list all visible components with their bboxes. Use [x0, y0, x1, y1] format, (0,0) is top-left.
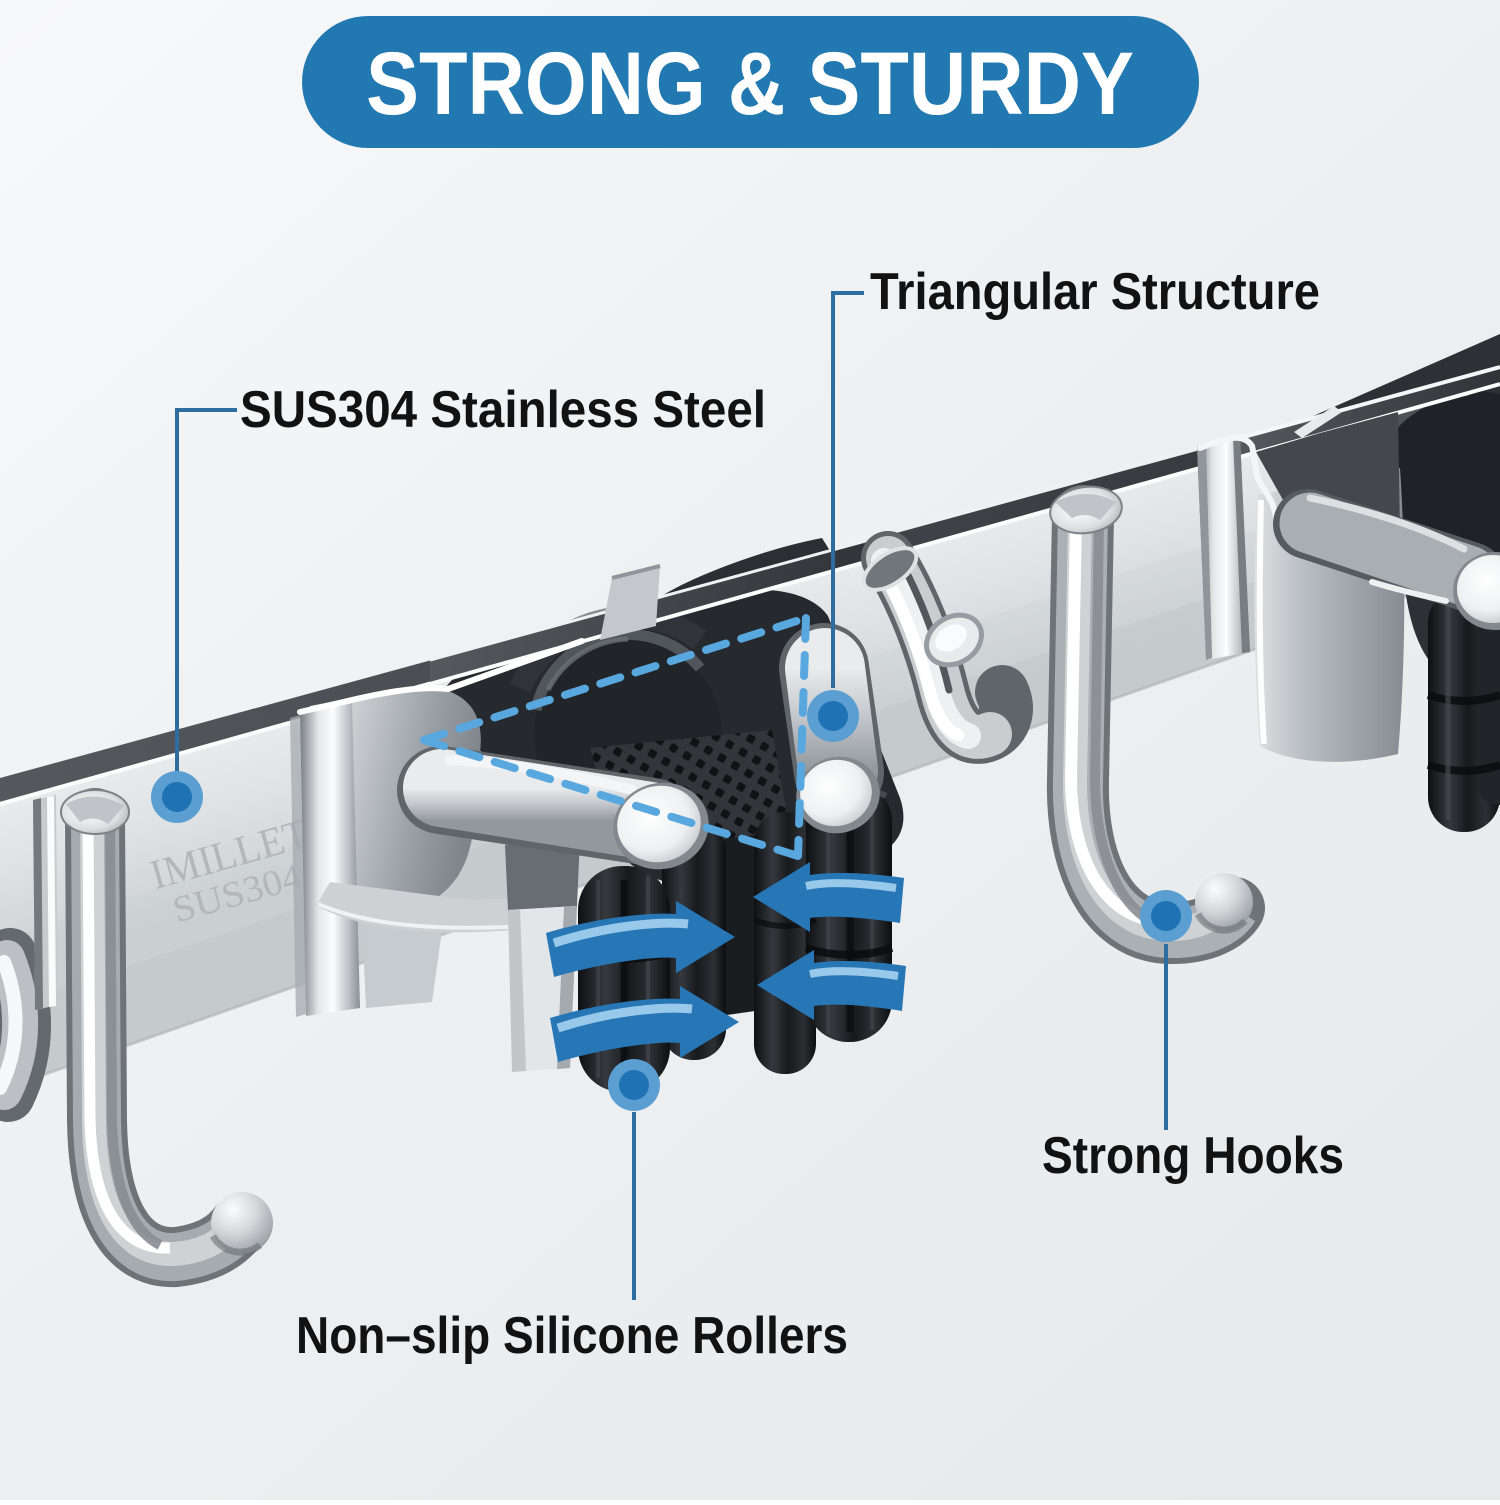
svg-text:Strong Hooks: Strong Hooks: [1042, 1127, 1344, 1185]
svg-text:STRONG & STURDY: STRONG & STURDY: [366, 33, 1134, 133]
svg-text:Triangular Structure: Triangular Structure: [870, 263, 1320, 321]
svg-text:Non–slip Silicone Rollers: Non–slip Silicone Rollers: [296, 1307, 848, 1365]
svg-text:SUS304 Stainless Steel: SUS304 Stainless Steel: [240, 381, 766, 439]
